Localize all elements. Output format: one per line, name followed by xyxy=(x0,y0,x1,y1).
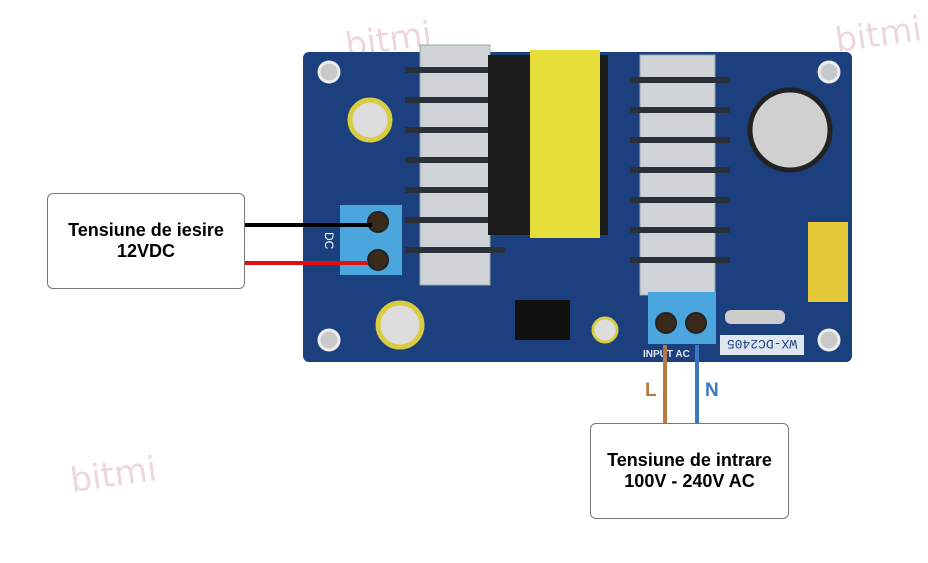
output-value: 12VDC xyxy=(116,241,176,261)
terminal-screw xyxy=(367,211,389,233)
capacitor xyxy=(347,97,393,143)
terminal-screw xyxy=(367,249,389,271)
output-voltage-callout: Tensiune de iesire 12VDC xyxy=(47,193,245,289)
x-capacitor xyxy=(808,222,848,302)
live-label: L xyxy=(645,380,657,401)
capacitor xyxy=(375,300,425,350)
terminal-screw xyxy=(655,312,677,334)
capacitor xyxy=(591,316,619,344)
fuse xyxy=(725,310,785,324)
input-title: Tensiune de intrare xyxy=(607,450,772,470)
model-label-plate xyxy=(720,335,804,355)
input-value: 100V - 240V AC xyxy=(624,471,755,491)
input-voltage-callout: Tensiune de intrare 100V - 240V AC xyxy=(590,423,789,519)
terminal-screw xyxy=(685,312,707,334)
model-label: WX-DC2405 xyxy=(727,336,797,351)
output-title: Tensiune de iesire xyxy=(68,220,224,240)
ic-chip xyxy=(515,300,570,340)
neutral-label: N xyxy=(705,380,719,401)
heat-sink xyxy=(419,44,716,296)
mounting-hole xyxy=(317,60,841,352)
transformer-coil xyxy=(530,50,600,238)
dc-label: DC xyxy=(322,232,336,250)
capacitor xyxy=(747,87,833,173)
